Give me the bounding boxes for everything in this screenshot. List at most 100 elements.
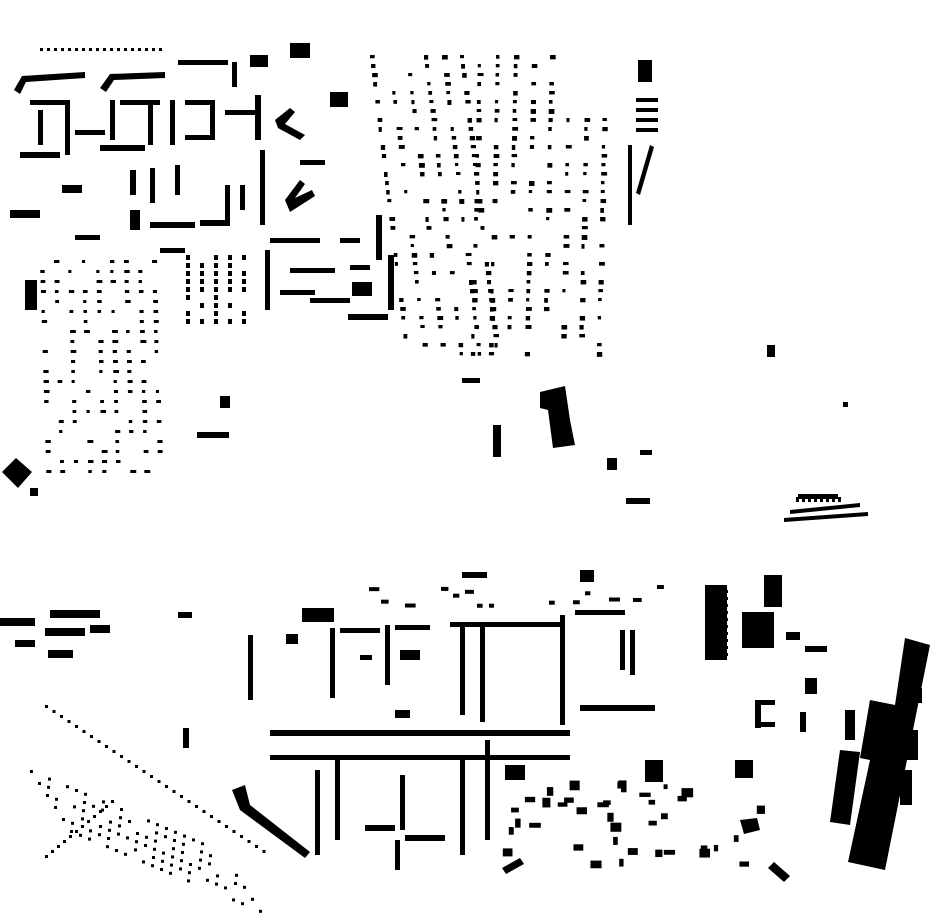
small-building: [84, 792, 87, 796]
small-building: [72, 410, 77, 413]
small-building: [98, 833, 101, 837]
small-building: [420, 172, 425, 177]
small-building: [442, 55, 448, 60]
small-building: [112, 750, 116, 753]
small-building: [135, 840, 138, 844]
building: [75, 130, 105, 135]
small-building: [548, 100, 553, 104]
small-building: [214, 263, 218, 268]
building: [910, 688, 922, 703]
small-building: [98, 350, 103, 353]
small-building: [441, 586, 449, 591]
small-building: [461, 64, 466, 69]
small-building: [412, 109, 417, 114]
small-building: [179, 867, 182, 871]
small-building: [117, 832, 120, 836]
building: [900, 730, 918, 760]
small-building: [170, 863, 173, 867]
small-building: [826, 497, 829, 502]
small-building: [71, 380, 75, 383]
small-building: [103, 48, 106, 51]
small-building: [124, 270, 130, 273]
small-building: [232, 898, 235, 902]
small-building: [627, 848, 638, 855]
building: [315, 770, 320, 855]
small-building: [87, 820, 90, 823]
small-building: [173, 839, 176, 842]
building: [480, 622, 485, 722]
small-building: [128, 420, 133, 423]
small-building: [657, 585, 664, 590]
small-building: [456, 172, 461, 176]
small-building: [423, 199, 430, 204]
small-building: [471, 334, 475, 339]
small-building: [127, 370, 132, 373]
small-building: [47, 48, 50, 51]
small-building: [45, 450, 51, 453]
small-building: [613, 836, 618, 845]
small-building: [526, 271, 532, 276]
small-building: [119, 816, 122, 820]
building: [462, 378, 480, 383]
small-building: [172, 790, 176, 793]
small-building: [153, 310, 159, 313]
small-building: [435, 298, 441, 302]
small-building: [477, 352, 482, 356]
small-building: [187, 800, 191, 803]
small-building: [139, 320, 144, 323]
small-building: [51, 850, 54, 853]
small-building: [582, 190, 589, 194]
building: [290, 268, 335, 273]
small-building: [214, 287, 218, 292]
small-building: [102, 470, 107, 473]
small-building: [378, 127, 382, 132]
small-building: [446, 91, 451, 95]
small-building: [154, 839, 157, 843]
small-building: [461, 217, 465, 222]
small-building: [413, 271, 419, 275]
small-building: [110, 270, 114, 273]
small-building: [371, 64, 376, 69]
small-building: [453, 593, 460, 598]
small-building: [452, 145, 458, 150]
small-building: [159, 48, 162, 51]
small-building: [491, 262, 495, 267]
building: [705, 585, 727, 660]
small-building: [474, 172, 480, 176]
small-building: [582, 199, 587, 203]
small-building: [599, 244, 605, 248]
small-building: [475, 163, 481, 168]
small-building: [75, 830, 78, 833]
building: [845, 710, 855, 740]
small-building: [118, 824, 121, 828]
small-building: [73, 805, 76, 809]
building: [395, 840, 400, 870]
small-building: [140, 330, 145, 333]
small-building: [400, 307, 406, 311]
small-building: [601, 154, 608, 158]
small-building: [493, 172, 499, 177]
small-building: [101, 808, 104, 812]
small-building: [111, 800, 114, 803]
small-building: [492, 325, 498, 330]
small-building: [489, 307, 494, 312]
small-building: [117, 48, 120, 51]
small-building: [417, 298, 421, 302]
small-building: [242, 311, 246, 316]
small-building: [152, 48, 155, 51]
small-building: [465, 100, 471, 104]
building: [0, 618, 35, 626]
small-building: [394, 262, 398, 266]
small-building: [71, 370, 75, 373]
small-building: [477, 64, 481, 68]
small-building: [478, 208, 485, 213]
building: [150, 222, 195, 228]
small-building: [543, 307, 550, 312]
small-building: [411, 253, 418, 258]
small-building: [473, 244, 478, 248]
small-building: [493, 163, 498, 167]
small-building: [52, 710, 56, 713]
small-building: [473, 316, 477, 320]
small-building: [527, 235, 532, 239]
small-building: [87, 440, 94, 443]
